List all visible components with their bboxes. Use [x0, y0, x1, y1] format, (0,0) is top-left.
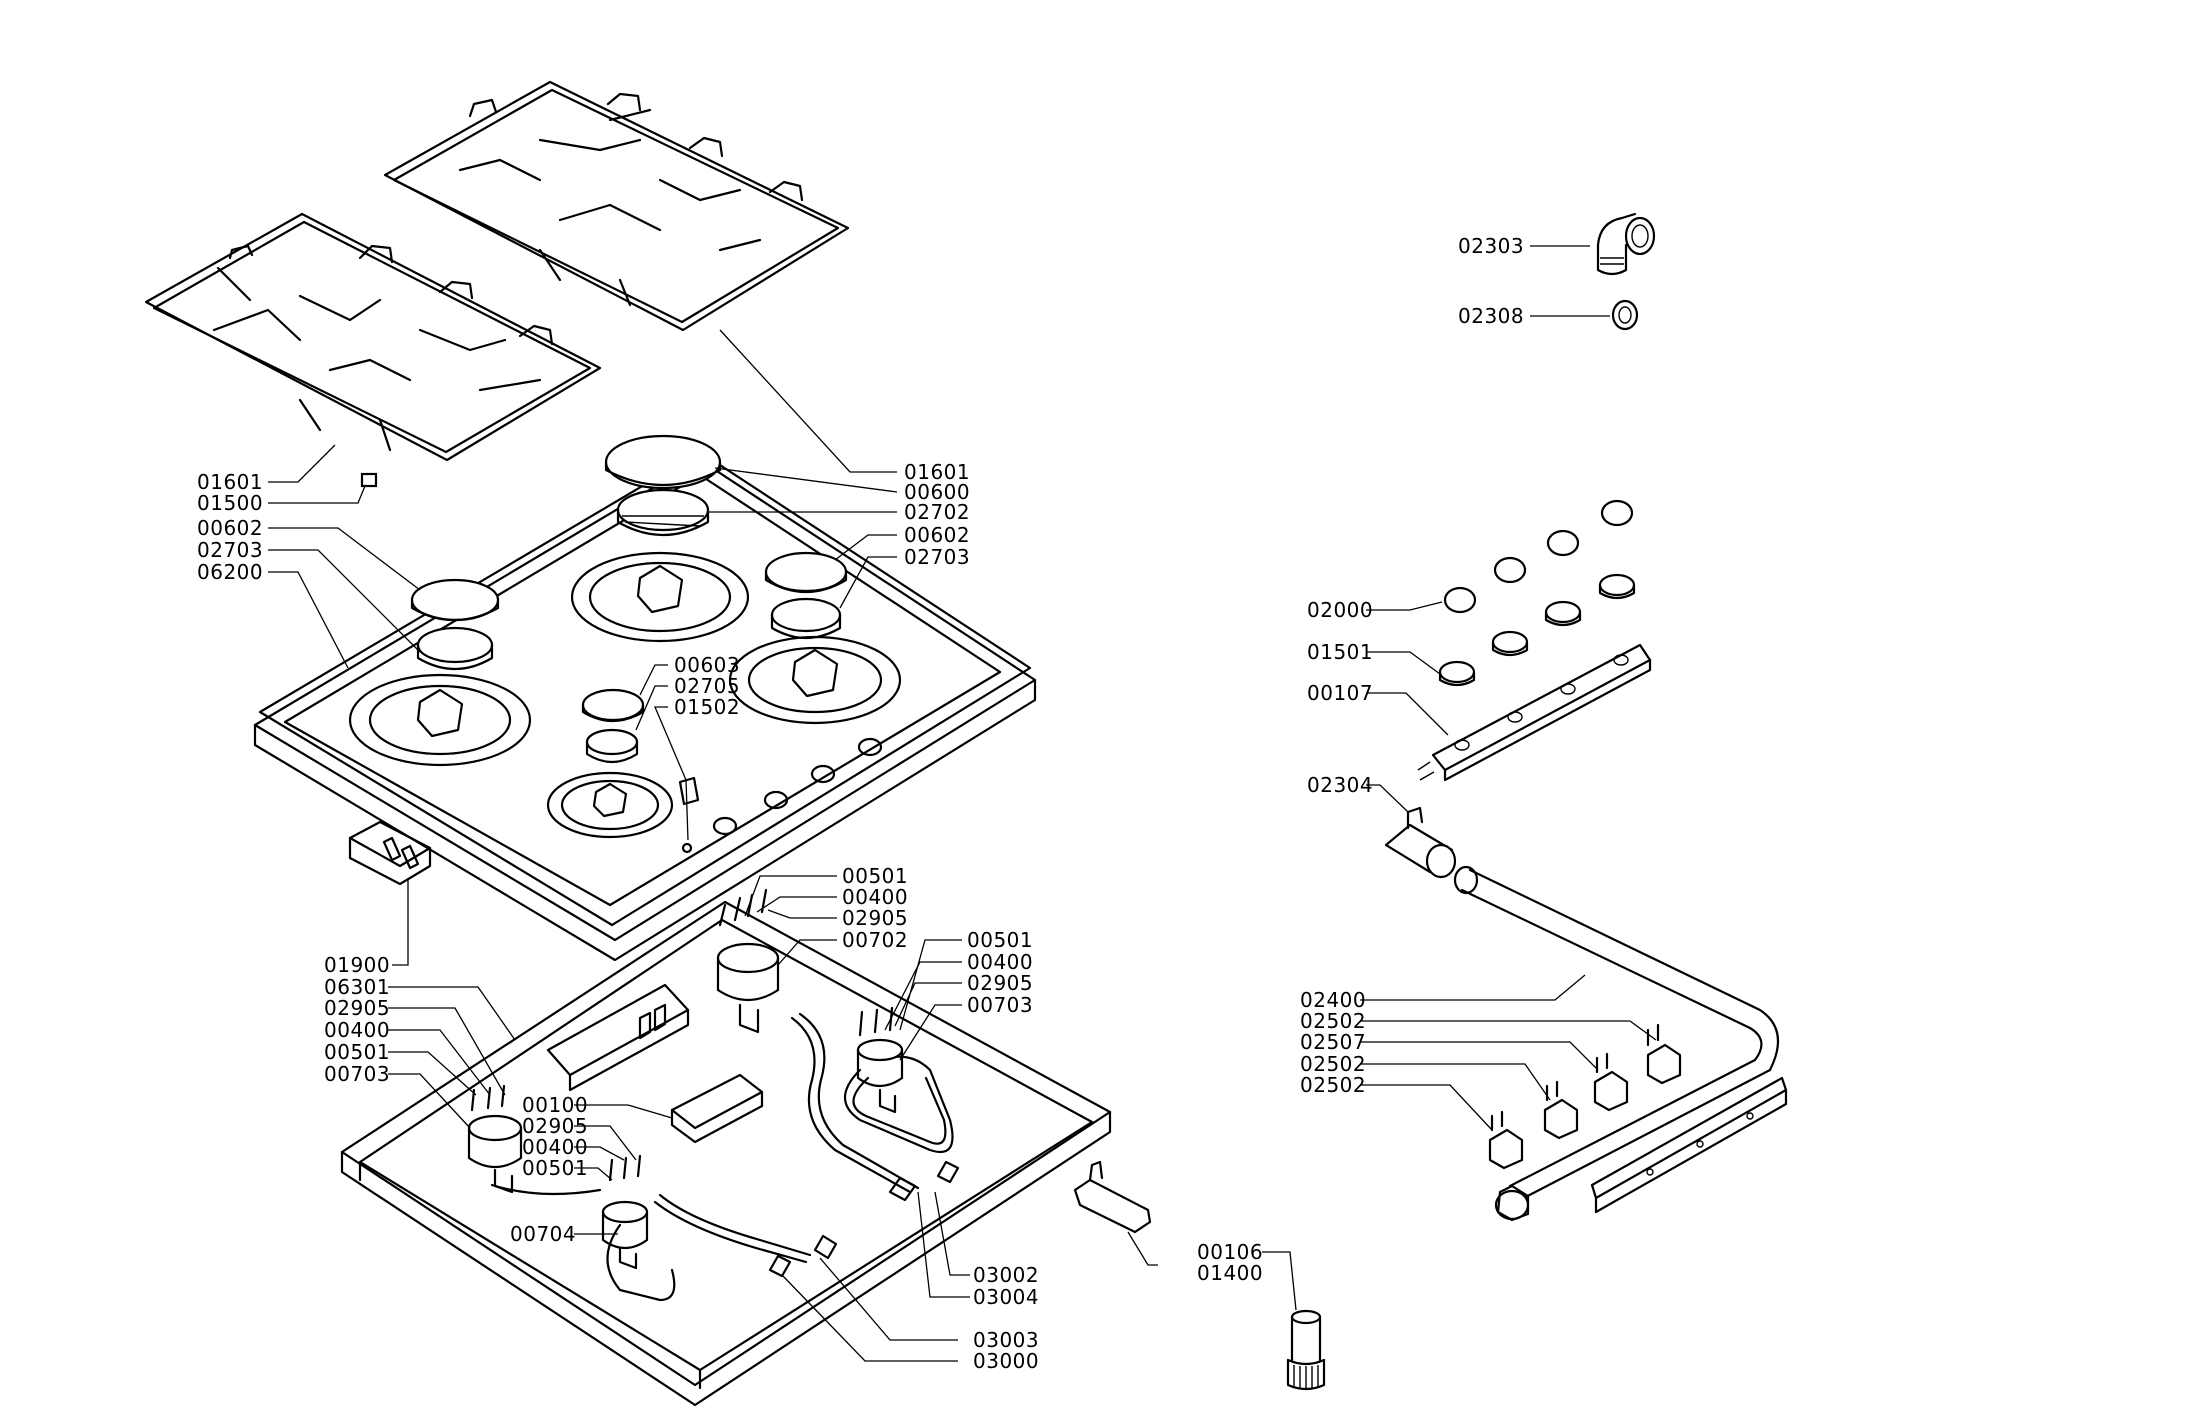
label-06200: 06200	[197, 560, 263, 584]
leader-lines	[268, 245, 1657, 1362]
label-00400-c: 00400	[967, 950, 1033, 974]
label-00107: 00107	[1307, 681, 1373, 705]
knob-bezels	[1438, 573, 1636, 687]
label-00400-d: 00400	[522, 1135, 588, 1159]
label-02703-left: 02703	[197, 538, 263, 562]
label-01601-right: 01601	[904, 460, 970, 484]
label-02905-a: 02905	[324, 996, 390, 1020]
label-02702: 02702	[904, 500, 970, 524]
label-03000: 03000	[973, 1349, 1039, 1373]
label-00703-c: 00703	[967, 993, 1033, 1017]
label-01400: 01400	[1197, 1261, 1263, 1285]
hob-top-plate	[253, 450, 1037, 962]
label-02705: 02705	[674, 674, 740, 698]
label-01900: 01900	[324, 953, 390, 977]
label-02303: 02303	[1458, 234, 1524, 258]
label-00702: 00702	[842, 928, 908, 952]
washer-02308	[1611, 299, 1639, 331]
label-00501-c: 00501	[967, 928, 1033, 952]
callout-labels: 01601 01500 00602 02703 06200 01601 0060…	[197, 234, 1524, 1373]
inlet-fitting-02304	[1384, 806, 1457, 879]
label-00602-right: 00602	[904, 523, 970, 547]
label-00400-b: 00400	[842, 885, 908, 909]
elbow-fitting-02303	[1596, 212, 1656, 276]
label-00600: 00600	[904, 480, 970, 504]
label-03002: 03002	[973, 1263, 1039, 1287]
label-01500: 01500	[197, 491, 263, 515]
label-02304: 02304	[1307, 773, 1373, 797]
label-02400: 02400	[1300, 988, 1366, 1012]
label-02703-right: 02703	[904, 545, 970, 569]
label-02507: 02507	[1300, 1030, 1366, 1054]
gas-valves	[1488, 1023, 1682, 1170]
label-02905-c: 02905	[967, 971, 1033, 995]
label-00602-left: 00602	[197, 516, 263, 540]
bracket-01900	[348, 820, 432, 886]
label-00703-a: 00703	[324, 1062, 390, 1086]
label-01601-left: 01601	[197, 470, 263, 494]
label-02905-b: 02905	[842, 906, 908, 930]
spring-clip	[1073, 1160, 1152, 1234]
label-03003: 03003	[973, 1328, 1039, 1352]
label-01502: 01502	[674, 695, 740, 719]
label-00501-a: 00501	[324, 1040, 390, 1064]
burner-auxiliary	[581, 688, 645, 764]
label-02308: 02308	[1458, 304, 1524, 328]
label-00704: 00704	[510, 1222, 576, 1246]
burner-semi-right	[764, 551, 848, 639]
label-06301: 06301	[324, 975, 390, 999]
label-00100: 00100	[522, 1093, 588, 1117]
label-00106: 00106	[1197, 1240, 1263, 1264]
burner-rapid	[604, 434, 722, 537]
label-00501-b: 00501	[842, 864, 908, 888]
gas-ramp-02400	[1453, 865, 1780, 1222]
label-03004: 03004	[973, 1285, 1039, 1309]
control-knobs	[1443, 499, 1634, 614]
label-01501: 01501	[1307, 640, 1373, 664]
valve-bracket	[1590, 1076, 1788, 1214]
pan-support-right	[383, 80, 850, 332]
label-02905-d: 02905	[522, 1114, 588, 1138]
label-02502-b: 02502	[1300, 1052, 1366, 1076]
label-00400-a: 00400	[324, 1018, 390, 1042]
burner-semi-left	[410, 578, 500, 671]
micro-switch-strip	[1417, 643, 1652, 782]
label-00603: 00603	[674, 653, 740, 677]
pan-support-left	[144, 212, 602, 462]
label-02502-a: 02502	[1300, 1009, 1366, 1033]
label-02502-c: 02502	[1300, 1073, 1366, 1097]
base-tray	[340, 888, 1112, 1407]
small-clip-01500	[360, 472, 378, 488]
label-00501-d: 00501	[522, 1156, 588, 1180]
knob-extension	[1286, 1309, 1326, 1391]
label-02000: 02000	[1307, 598, 1373, 622]
